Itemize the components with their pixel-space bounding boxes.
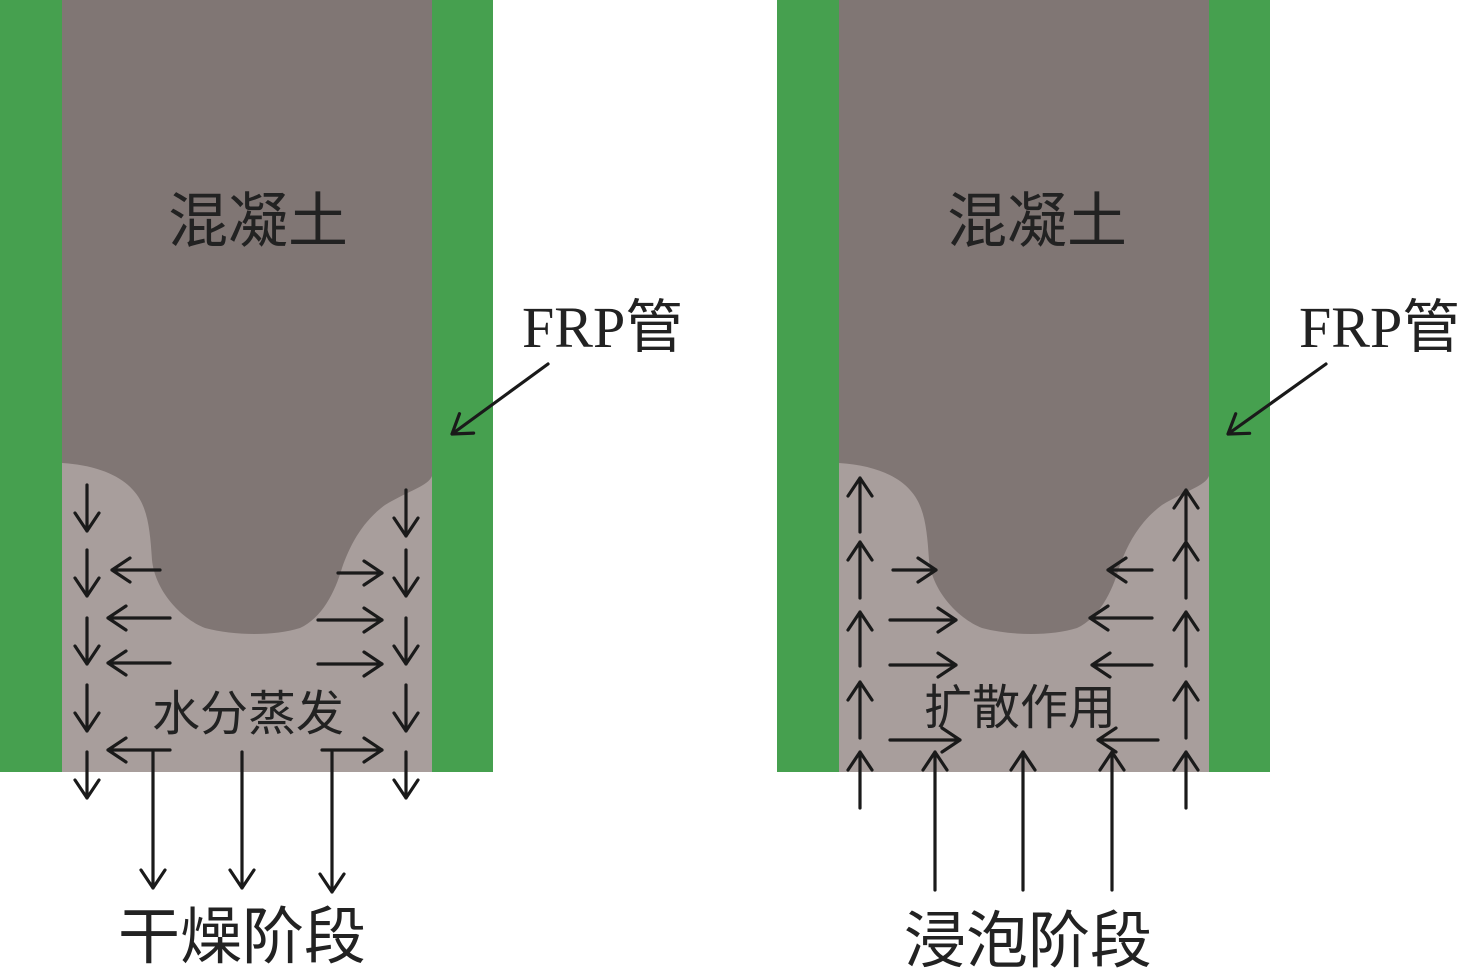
process-label: 扩散作用 [924, 680, 1116, 736]
arrow-up-left-column [846, 476, 874, 534]
concrete-label: 混凝土 [168, 187, 348, 257]
arrow-left-inward [1096, 726, 1160, 754]
arrow-down-left-column [73, 750, 101, 800]
panel-drying: 混凝土 FRP管 水分蒸发 干燥阶段 [0, 0, 683, 973]
arrow-down-right-column [392, 750, 420, 800]
arrow-left-inward [1090, 651, 1154, 679]
moisture-affected-zone [62, 463, 432, 772]
arrow-right-inward [891, 556, 938, 584]
arrow-down-evaporation [228, 750, 256, 890]
arrow-down-left-column [73, 548, 101, 598]
arrow-left-outward [106, 649, 172, 677]
arrow-up-diffusion [1009, 750, 1037, 892]
process-label: 水分蒸发 [152, 686, 344, 742]
arrow-down-right-column [392, 548, 420, 598]
arrow-up-right-column [1172, 488, 1200, 542]
arrow-up-diffusion [921, 750, 949, 892]
frp-tube-label: FRP管 [522, 295, 683, 360]
frp-pointer-arrow [1226, 362, 1328, 436]
arrow-right-inward [888, 651, 958, 679]
arrow-left-inward [1106, 556, 1154, 584]
stage-label: 浸泡阶段 [904, 904, 1152, 974]
arrow-left-inward [1088, 604, 1154, 632]
arrow-up-right-column [1172, 540, 1200, 600]
arrow-down-left-column [73, 616, 101, 666]
arrow-left-outward [106, 736, 172, 764]
flow-arrows-outward [73, 483, 420, 894]
panel-immersion: 混凝土 FRP管 扩散作用 浸泡阶段 [777, 0, 1460, 974]
frp-tube-left-wall [0, 0, 62, 772]
arrow-up-right-column [1172, 750, 1200, 810]
arrow-up-left-column [846, 750, 874, 810]
frp-tube-label: FRP管 [1299, 295, 1460, 360]
frp-pointer-arrow [450, 362, 550, 436]
arrow-up-right-column [1172, 680, 1200, 740]
arrow-right-outward [320, 736, 384, 764]
arrow-up-left-column [846, 540, 874, 600]
arrow-right-outward [336, 559, 384, 587]
concrete-label: 混凝土 [947, 187, 1127, 257]
arrow-right-outward [316, 650, 384, 678]
arrow-right-inward [888, 606, 958, 634]
arrow-down-right-column [392, 488, 420, 538]
arrow-down-evaporation [318, 750, 346, 894]
arrow-left-outward [110, 556, 162, 584]
arrow-up-left-column [846, 680, 874, 740]
arrow-up-left-column [846, 610, 874, 668]
frp-tube-right-wall [1209, 0, 1270, 772]
frp-tube-right-wall [432, 0, 493, 772]
arrow-down-right-column [392, 683, 420, 733]
arrow-up-right-column [1172, 610, 1200, 668]
arrow-right-inward [888, 726, 962, 754]
flow-arrows-inward [846, 476, 1200, 892]
arrow-right-outward [316, 606, 384, 634]
arrow-down-right-column [392, 616, 420, 666]
frp-tube-left-wall [777, 0, 839, 772]
arrow-left-outward [106, 604, 172, 632]
arrow-up-diffusion [1098, 750, 1126, 892]
arrow-down-evaporation [139, 750, 167, 890]
arrow-down-left-column [73, 483, 101, 533]
stage-label: 干燥阶段 [118, 900, 366, 973]
arrow-down-left-column [73, 683, 101, 733]
moisture-affected-zone [839, 463, 1209, 772]
